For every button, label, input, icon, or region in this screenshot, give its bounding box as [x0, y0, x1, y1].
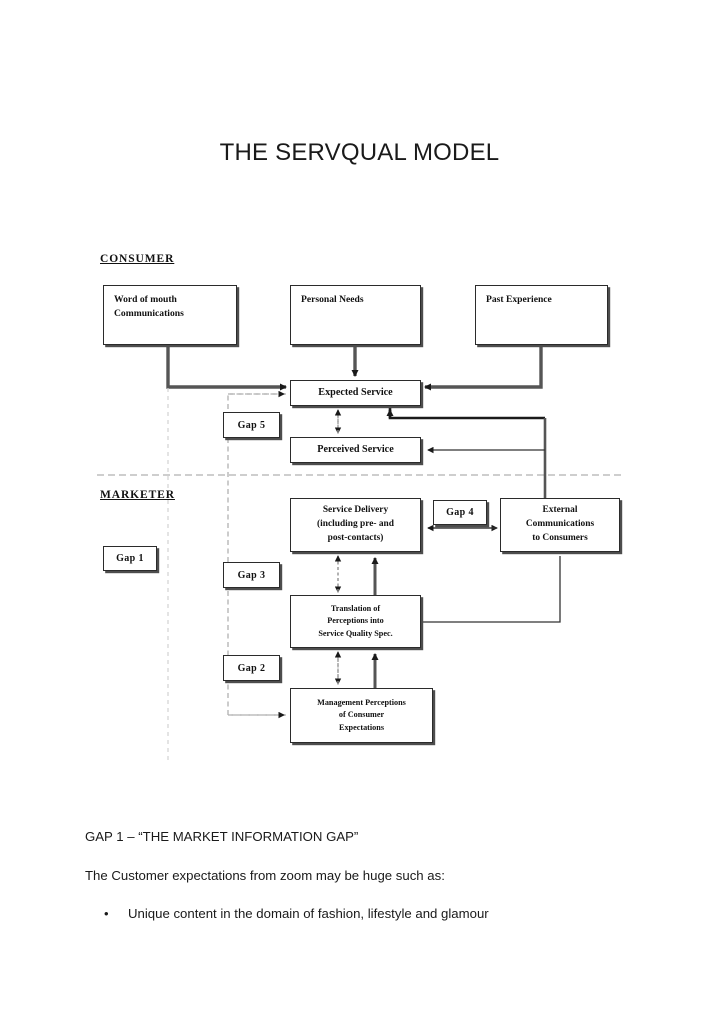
node-translation-line2: Perceptions into: [327, 616, 384, 626]
node-expected-service-label: Expected Service: [318, 387, 393, 399]
gap-chip-1[interactable]: Gap 1: [103, 546, 157, 571]
expectations-bullet-list: • Unique content in the domain of fashio…: [85, 904, 489, 924]
gap1-heading: GAP 1 – “THE MARKET INFORMATION GAP”: [85, 829, 359, 844]
node-management-perceptions[interactable]: Management Perceptions of Consumer Expec…: [290, 688, 433, 743]
node-word-of-mouth[interactable]: Word of mouth Communications: [103, 285, 237, 345]
node-external-communications-line2: Communications: [525, 519, 595, 530]
node-external-communications[interactable]: External Communications to Consumers: [500, 498, 620, 552]
node-expected-service[interactable]: Expected Service: [290, 380, 421, 406]
page-title: THE SERVQUAL MODEL: [219, 139, 500, 166]
node-word-of-mouth-line1: Word of mouth: [114, 294, 177, 305]
node-perceived-service[interactable]: Perceived Service: [290, 437, 421, 463]
node-external-communications-line1: External: [542, 505, 578, 516]
node-past-experience-line1: Past Experience: [486, 294, 552, 305]
list-item: • Unique content in the domain of fashio…: [85, 904, 489, 924]
node-service-delivery-line1: Service Delivery: [322, 505, 389, 516]
node-perceived-service-label: Perceived Service: [317, 444, 394, 456]
node-word-of-mouth-line2: Communications: [114, 308, 184, 320]
gap-chip-3[interactable]: Gap 3: [223, 562, 280, 588]
bullet-icon: •: [104, 906, 109, 921]
node-translation-of-perceptions[interactable]: Translation of Perceptions into Service …: [290, 595, 421, 648]
list-item-label: Unique content in the domain of fashion,…: [128, 906, 489, 921]
node-external-communications-line3: to Consumers: [532, 532, 588, 543]
gap-chip-4[interactable]: Gap 4: [433, 500, 487, 525]
node-management-perceptions-line2: of Consumer: [338, 710, 385, 720]
node-management-perceptions-line3: Expectations: [338, 722, 385, 732]
section-label-consumer: CONSUMER: [100, 253, 175, 265]
gap-chip-2[interactable]: Gap 2: [223, 655, 280, 681]
diagram-connectors: [97, 345, 625, 760]
node-past-experience[interactable]: Past Experience: [475, 285, 608, 345]
node-service-delivery[interactable]: Service Delivery (including pre- and pos…: [290, 498, 421, 552]
node-management-perceptions-line1: Management Perceptions: [317, 698, 406, 708]
section-label-marketer: MARKETER: [100, 489, 175, 501]
node-translation-line1: Translation of: [330, 604, 381, 614]
node-translation-line3: Service Quality Spec.: [318, 628, 393, 638]
node-service-delivery-line2: (including pre- and: [317, 519, 394, 530]
gap-chip-5[interactable]: Gap 5: [223, 412, 280, 438]
node-personal-needs[interactable]: Personal Needs: [290, 285, 421, 345]
node-personal-needs-line1: Personal Needs: [301, 294, 364, 305]
customer-expectations-line: The Customer expectations from zoom may …: [85, 868, 445, 883]
node-service-delivery-line3: post-contacts): [327, 532, 384, 543]
servqual-model-diagram: CONSUMER MARKETER Word of mouth Communic…: [97, 253, 625, 760]
